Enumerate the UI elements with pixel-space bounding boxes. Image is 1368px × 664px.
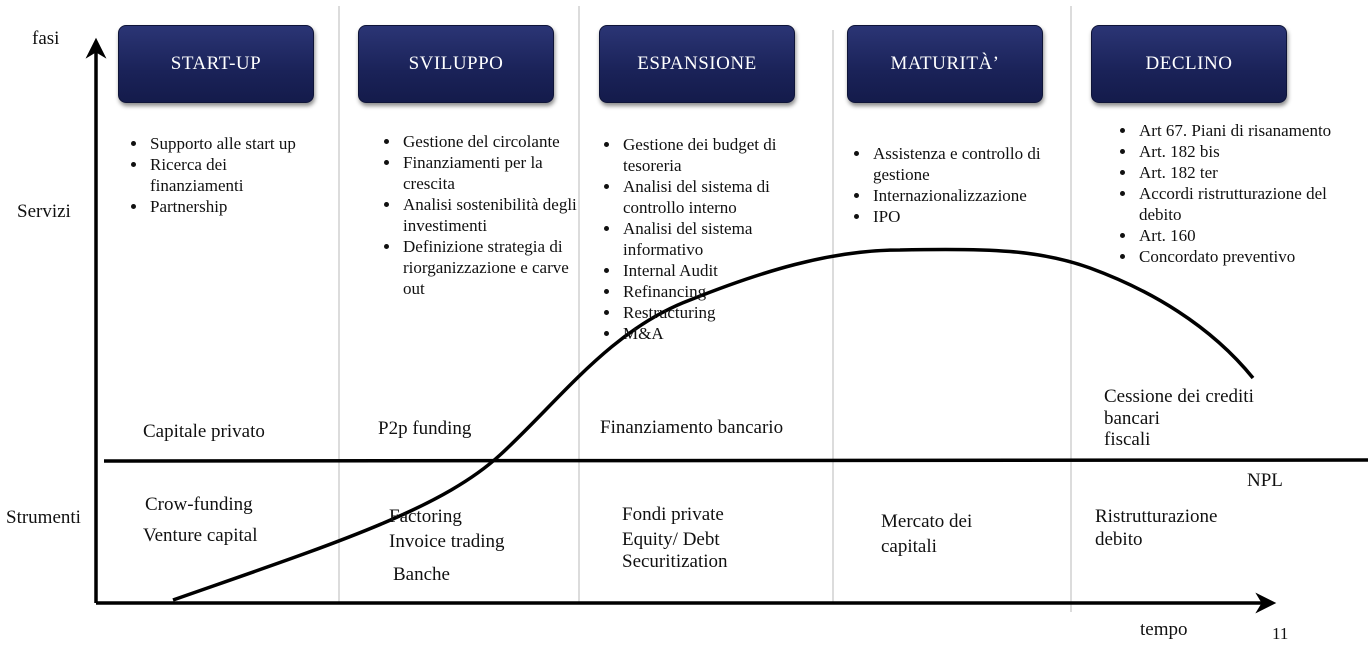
service-item: Concordato preventivo (1137, 246, 1352, 267)
services-list-espansione: Gestione dei budget di tesoreria Analisi… (593, 134, 831, 344)
tool-label: Ristrutturazione (1095, 506, 1218, 527)
service-item: Ricerca dei finanziamenti (148, 154, 318, 196)
tool-label: Mercato dei (881, 511, 973, 532)
tool-label: capitali (881, 536, 937, 557)
y-axis-label: fasi (32, 28, 60, 49)
tool-label: Capitale privato (143, 421, 265, 442)
tool-label: Factoring (389, 506, 462, 527)
service-item: Analisi del sistema informativo (621, 218, 831, 260)
row-separator-line (103, 458, 1368, 463)
phase-box-sviluppo: SVILUPPO (358, 25, 554, 103)
phase-box-declino: DECLINO (1091, 25, 1287, 103)
tool-label: fiscali (1104, 429, 1151, 450)
services-list-start-up: Supporto alle start up Ricerca dei finan… (120, 133, 318, 217)
phase-box-espansione: ESPANSIONE (599, 25, 795, 103)
service-item: Internazionalizzazione (871, 185, 1093, 206)
tool-label: P2p funding (378, 418, 472, 439)
tool-label: Finanziamento bancario (600, 417, 784, 438)
service-item: Partnership (148, 196, 318, 217)
service-item: Art 67. Piani di risanamento (1137, 120, 1352, 141)
lifecycle-curve (172, 247, 1255, 602)
service-item: Accordi ristrutturazione del debito (1137, 183, 1352, 225)
row-label-services: Servizi (17, 201, 71, 222)
services-list-declino: Art 67. Piani di risanamento Art. 182 bi… (1109, 120, 1352, 267)
services-list-sviluppo: Gestione del circolante Finanziamenti pe… (373, 131, 581, 299)
tool-label: Equity/ Debt (622, 529, 720, 550)
tool-label: Invoice trading (389, 531, 505, 552)
page-number: 11 (1272, 624, 1289, 643)
service-item: Analisi sostenibilità degli investimenti (401, 194, 581, 236)
service-item: Finanziamenti per la crescita (401, 152, 581, 194)
service-item: Gestione dei budget di tesoreria (621, 134, 831, 176)
tool-label: Crow-funding (145, 494, 253, 515)
service-item: Art. 182 bis (1137, 141, 1352, 162)
service-item: M&A (621, 323, 831, 344)
service-item: Internal Audit (621, 260, 831, 281)
service-item: Gestione del circolante (401, 131, 581, 152)
service-item: Art. 182 ter (1137, 162, 1352, 183)
phase-box-maturita: MATURITÀ’ (847, 25, 1043, 103)
npl-label: NPL (1247, 470, 1283, 491)
tool-label: debito (1095, 529, 1143, 550)
service-item: Analisi del sistema di controllo interno (621, 176, 831, 218)
tool-label: Venture capital (143, 525, 258, 546)
services-list-maturita: Assistenza e controllo di gestione Inter… (843, 143, 1093, 227)
service-item: Supporto alle start up (148, 133, 318, 154)
tool-label: Cessione dei crediti (1104, 386, 1254, 407)
service-item: Restructuring (621, 302, 831, 323)
tool-label: Banche (393, 564, 450, 585)
service-item: Assistenza e controllo di gestione (871, 143, 1093, 185)
service-item: IPO (871, 206, 1093, 227)
service-item: Definizione strategia di riorganizzazion… (401, 236, 581, 299)
service-item: Refinancing (621, 281, 831, 302)
tool-label: Securitization (622, 551, 728, 572)
tool-label: bancari (1104, 408, 1160, 429)
phase-box-start-up: START-UP (118, 25, 314, 103)
tool-label: Fondi private (622, 504, 724, 525)
service-item: Art. 160 (1137, 225, 1352, 246)
x-axis-label: tempo (1140, 619, 1188, 640)
row-label-tools: Strumenti (6, 507, 81, 528)
